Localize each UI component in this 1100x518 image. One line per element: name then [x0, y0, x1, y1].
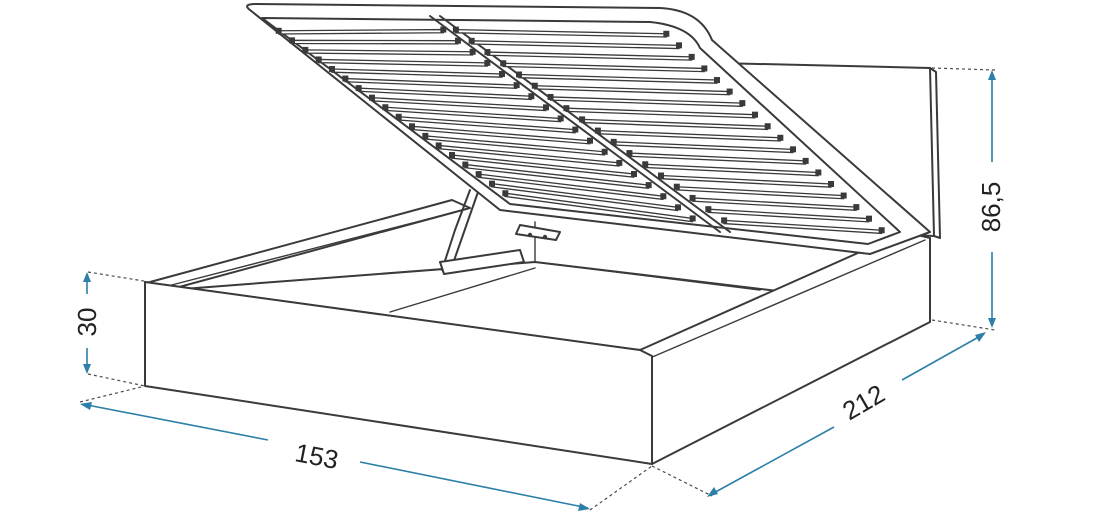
right-panel-slat-holder — [658, 172, 664, 179]
dimension-label-length: 212 — [837, 378, 890, 426]
right-panel-slat-holder — [777, 134, 784, 141]
right-panel-slat-holder — [752, 111, 758, 118]
right-panel-slat-holder — [701, 65, 708, 72]
left-panel-slat-holder — [660, 193, 667, 200]
left-panel-slat-holder — [543, 104, 549, 111]
right-panel-slat-holder — [626, 150, 633, 157]
dimension-height-headboard: 86,5 — [976, 70, 1006, 328]
slats — [275, 26, 885, 235]
left-panel-slat-holder — [382, 104, 389, 111]
left-panel-slat-holder — [289, 37, 295, 44]
right-panel-slat-holder — [828, 181, 834, 187]
slatted-frame — [246, 3, 931, 255]
right-panel-slat-holder — [673, 183, 680, 190]
right-panel-slat-holder — [726, 88, 733, 95]
left-panel-slat-holder — [455, 37, 461, 44]
left-panel-slat-holder — [469, 48, 476, 55]
dimension-label-frame-height: 30 — [72, 308, 102, 337]
right-panel-slat-holder — [468, 37, 475, 44]
left-panel-slat-holder — [355, 85, 362, 92]
right-panel-slat-holder — [764, 123, 771, 130]
left-panel-slat-holder — [645, 182, 652, 189]
left-panel-slat-holder — [616, 159, 623, 166]
right-panel-slat-holder — [579, 116, 586, 123]
left-panel-slat-holder — [601, 148, 608, 155]
right-panel-slat-holder — [563, 105, 570, 112]
left-panel-slat-holder — [572, 126, 579, 133]
dimension-height-frame: 30 — [72, 272, 102, 374]
right-panel-slat-holder — [594, 127, 601, 134]
left-panel-slat-holder — [302, 46, 309, 53]
left-panel-slat-holder — [329, 66, 335, 72]
side-rail-right — [639, 231, 931, 465]
right-panel-slat-holder — [705, 206, 712, 213]
right-panel-slat-holder — [866, 215, 872, 222]
right-panel-slat-holder — [500, 60, 507, 67]
left-panel-slat-holder — [275, 27, 282, 34]
left-panel-slat-holder — [315, 56, 322, 63]
left-panel-slat — [291, 39, 459, 45]
left-panel-slat-holder — [462, 161, 469, 168]
right-panel-slat-holder — [802, 157, 809, 164]
left-panel-slat-holder — [502, 190, 509, 197]
right-panel-slat-holder — [663, 30, 670, 37]
right-panel-slat-holder — [853, 204, 860, 211]
left-panel-slat-holder — [513, 82, 520, 89]
right-panel-slat-holder — [689, 194, 696, 201]
right-panel-slat-holder — [815, 169, 822, 176]
right-panel-slat-holder — [547, 93, 554, 100]
left-panel-slat-holder — [587, 137, 593, 144]
left-panel-slat-holder — [528, 93, 535, 100]
right-panel-slat-holder — [516, 71, 522, 78]
left-panel-slat-holder — [557, 115, 564, 122]
left-panel-slat-holder — [395, 113, 402, 120]
right-panel-slat-holder — [840, 192, 847, 199]
right-panel-slat-holder — [739, 100, 746, 107]
dimension-label-width: 153 — [293, 437, 341, 475]
right-panel-slat-holder — [790, 146, 796, 153]
left-panel-slat-holder — [631, 171, 637, 177]
gas-lift-left — [439, 189, 561, 275]
left-panel-slat-holder — [689, 215, 696, 222]
left-panel-slat-holder — [440, 26, 447, 33]
extension-lines — [79, 67, 996, 511]
left-panel-slat-holder — [435, 142, 442, 149]
right-panel-slat-holder — [676, 42, 682, 49]
right-panel-slat-holder — [642, 161, 649, 168]
right-panel-slat-holder — [688, 53, 695, 60]
dimension-label-headboard-height: 86,5 — [976, 182, 1006, 233]
right-panel-slat-holder — [531, 82, 538, 89]
left-panel-slat-holder — [499, 71, 505, 77]
left-panel-slat-holder — [675, 204, 681, 211]
footboard — [144, 281, 653, 465]
left-panel-slat — [278, 28, 445, 35]
right-panel-slat-holder — [484, 49, 491, 56]
right-panel-slat-holder — [610, 138, 617, 145]
left-panel-slat-holder — [475, 171, 482, 178]
left-panel-slat-holder — [342, 75, 349, 82]
left-panel-slat-holder — [409, 123, 415, 130]
left-panel-slat-holder — [489, 180, 495, 187]
left-panel-slat-holder — [369, 94, 375, 101]
left-panel-slat-holder — [484, 59, 491, 66]
right-panel-slat-holder — [452, 26, 459, 33]
left-panel-slat-holder — [449, 152, 455, 158]
right-panel-slat-holder — [714, 77, 720, 83]
right-panel-slat-holder — [878, 227, 885, 234]
left-panel-slat-holder — [422, 132, 429, 139]
right-panel-slat-holder — [721, 217, 728, 224]
dimension-width: 153 — [80, 402, 590, 511]
